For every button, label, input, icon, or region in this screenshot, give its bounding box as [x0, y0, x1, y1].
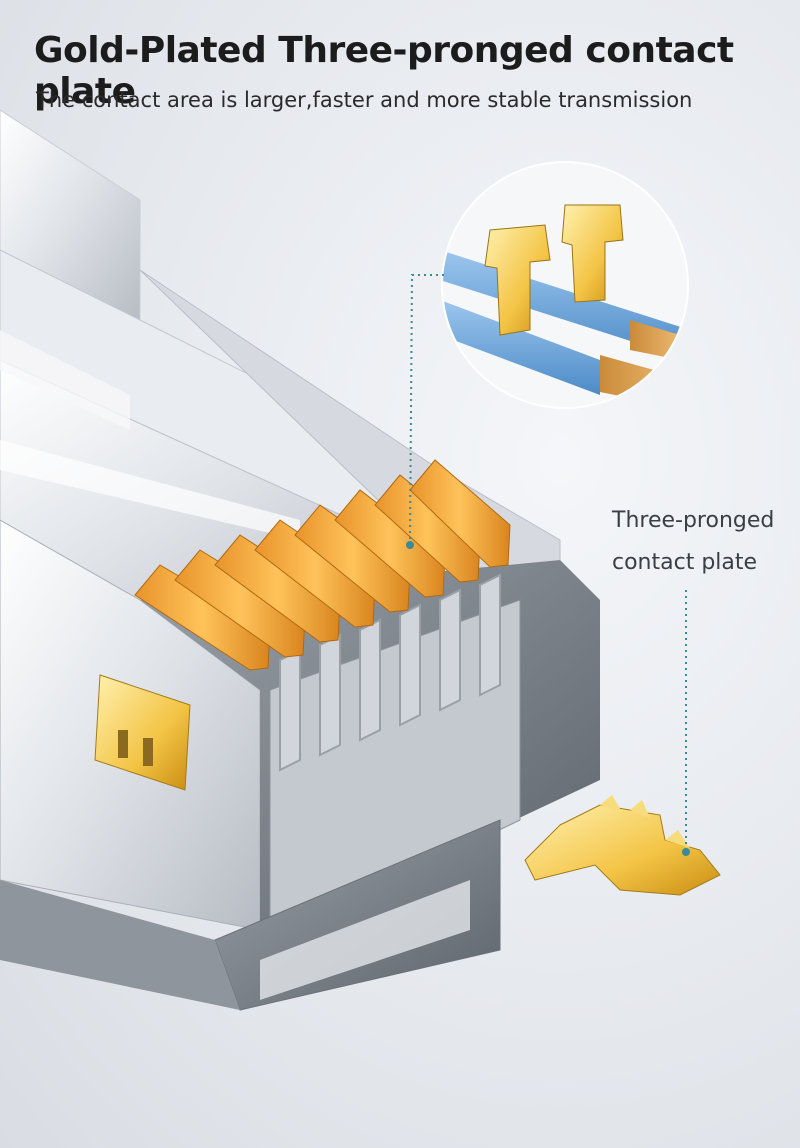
- magnified-contact-detail: [441, 161, 689, 409]
- page-title: Gold-Plated Three-pronged contact plate: [34, 30, 734, 112]
- callout-line-2: contact plate: [612, 550, 758, 575]
- callout-line-1: Three-pronged: [612, 508, 775, 533]
- plate-callout: Three-pronged contact plate: [612, 500, 774, 584]
- leader-lines: [406, 274, 690, 856]
- page-subtitle: The contact area is larger,faster and mo…: [36, 88, 693, 112]
- gold-contact-pins: [134, 459, 511, 671]
- three-pronged-contact-plate: [524, 795, 721, 896]
